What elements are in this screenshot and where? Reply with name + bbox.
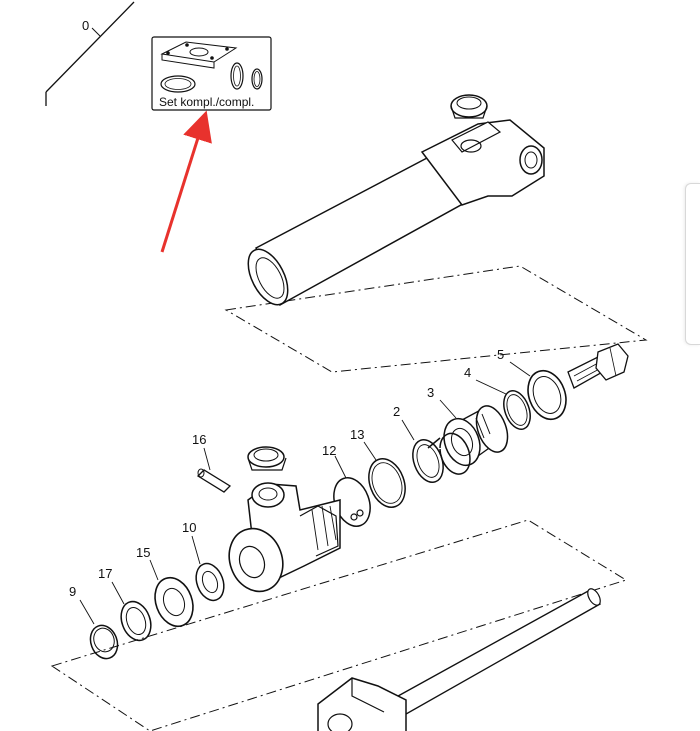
highlight-arrow — [160, 110, 212, 253]
part-number-labels: 16 12 13 2 3 4 5 10 15 17 9 — [69, 347, 504, 599]
part-label-12: 12 — [322, 443, 336, 458]
part-label-13: 13 — [350, 427, 364, 442]
piston-rod-assembly — [50, 519, 628, 731]
part-label-17: 17 — [98, 566, 112, 581]
bolt-part — [567, 343, 629, 389]
part-label-3: 3 — [427, 385, 434, 400]
gasket-plate-icon — [160, 41, 238, 63]
part-label-4: 4 — [464, 365, 471, 380]
seal-parts-row — [89, 343, 629, 660]
seal-ring-icon — [230, 62, 244, 90]
callout-zero-label: 0 — [82, 18, 89, 33]
piston-part — [443, 405, 509, 467]
part-label-5: 5 — [497, 347, 504, 362]
part-label-16: 16 — [192, 432, 206, 447]
side-panel-tab[interactable] — [685, 183, 700, 345]
inset-caption: Set kompl./compl. — [159, 95, 254, 109]
part-label-10: 10 — [182, 520, 196, 535]
part-label-9: 9 — [69, 584, 76, 599]
seal-kit-inset: Set kompl./compl. — [151, 36, 272, 111]
rod-head-part — [228, 482, 341, 593]
part-label-15: 15 — [136, 545, 150, 560]
cylinder-tube-assembly — [224, 94, 648, 373]
leader-lines — [79, 361, 531, 625]
small-seal-icon — [251, 68, 263, 90]
o-ring-icon — [160, 75, 196, 93]
part-label-2: 2 — [393, 404, 400, 419]
callout-zero: 0 — [45, 1, 135, 106]
